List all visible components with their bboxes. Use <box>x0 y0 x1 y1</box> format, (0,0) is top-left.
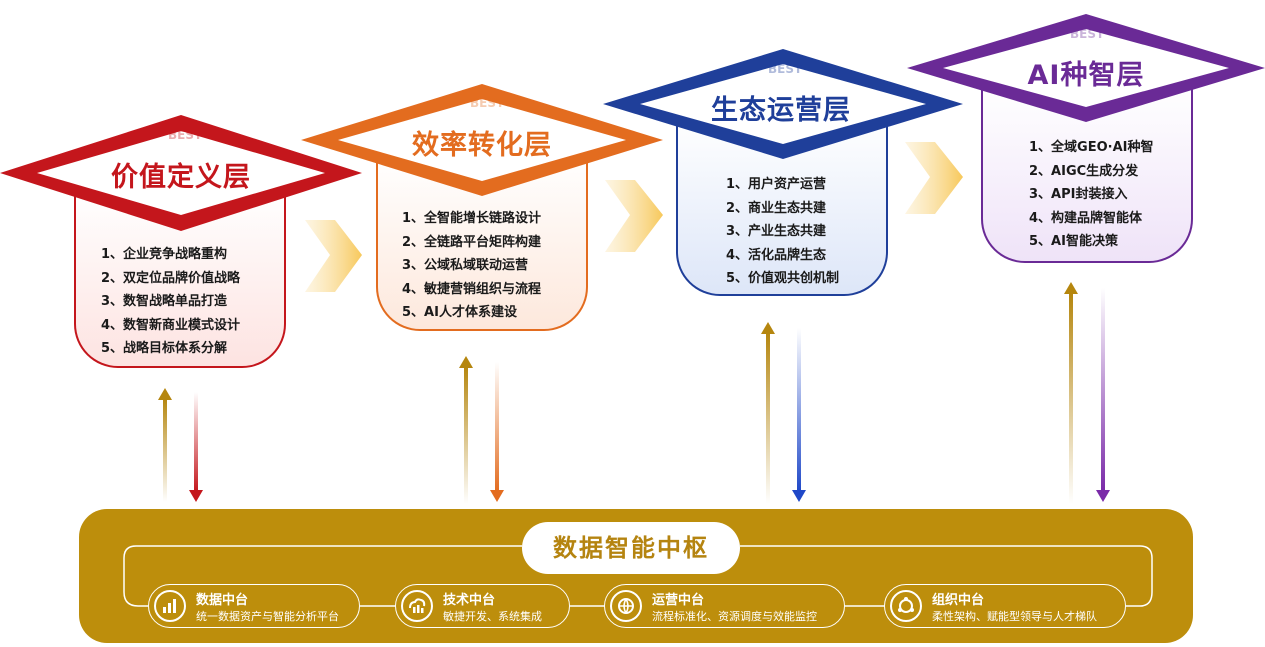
list-item: 3、公域私域联动运营 <box>402 258 529 273</box>
hub-title: 数据智能中枢 <box>522 522 740 574</box>
layer-card-value: 1、企业竞争战略重构 2、双定位品牌价值战略 3、数智战略单品打造 4、数智新商… <box>74 190 286 368</box>
list-item: 5、AI人才体系建设 <box>402 305 517 320</box>
list-item: 5、AI智能决策 <box>1029 234 1118 249</box>
layer-title-ecology: 生态运营层 <box>711 95 851 126</box>
platform-ops: 运营中台 流程标准化、资源调度与效能监控 <box>604 584 845 628</box>
platform-data: 数据中台 统一数据资产与智能分析平台 <box>148 584 360 628</box>
platform-name: 技术中台 <box>443 593 496 608</box>
platform-name: 运营中台 <box>652 593 705 608</box>
flow-arrow-2 <box>605 180 663 252</box>
platform-name: 组织中台 <box>932 593 985 608</box>
layer-cap-value <box>0 115 362 231</box>
vertical-arrows-ecology <box>761 322 806 504</box>
platform-org: 组织中台 柔性架构、赋能型领导与人才梯队 <box>884 584 1126 628</box>
globe-icon <box>610 590 642 622</box>
platform-desc: 敏捷开发、系统集成 <box>443 610 542 623</box>
list-item: 4、敏捷营销组织与流程 <box>402 281 542 297</box>
list-item: 1、企业竞争战略重构 <box>101 247 228 262</box>
list-item: 1、用户资产运营 <box>726 177 827 192</box>
layer-title-ai: AI种智层 <box>1027 60 1145 91</box>
list-item: 1、全域GEO·AI种智 <box>1029 140 1154 155</box>
layer-title-value: 价值定义层 <box>111 162 251 193</box>
platform-desc: 柔性架构、赋能型领导与人才梯队 <box>932 610 1097 623</box>
list-item: 5、价值观共创机制 <box>726 271 840 286</box>
platform-tech: 技术中台 敏捷开发、系统集成 <box>395 584 570 628</box>
cloud-chart-icon <box>401 590 433 622</box>
vertical-arrows-ai <box>1064 282 1110 504</box>
network-icon <box>890 590 922 622</box>
best-logo: BEST <box>768 62 803 76</box>
list-item: 1、全智能增长链路设计 <box>402 211 542 226</box>
layer-card-efficiency: 1、全智能增长链路设计 2、全链路平台矩阵构建 3、公域私域联动运营 4、敏捷营… <box>376 155 588 331</box>
flow-arrow-3 <box>905 142 963 214</box>
platform-name: 数据中台 <box>196 593 249 608</box>
platform-desc: 流程标准化、资源调度与效能监控 <box>652 610 817 623</box>
best-logo: BEST <box>470 96 505 110</box>
list-item: 5、战略目标体系分解 <box>101 341 228 356</box>
layer-cap-efficiency <box>301 84 663 196</box>
best-logo: BEST <box>1070 27 1105 41</box>
list-item: 2、AIGC生成分发 <box>1029 163 1139 179</box>
list-item: 4、数智新商业模式设计 <box>101 317 241 333</box>
platform-desc: 统一数据资产与智能分析平台 <box>196 610 339 623</box>
list-item: 2、商业生态共建 <box>726 200 827 216</box>
list-item: 2、全链路平台矩阵构建 <box>402 234 542 250</box>
list-item: 3、API封装接入 <box>1029 187 1128 202</box>
list-item: 3、产业生态共建 <box>726 224 827 239</box>
list-item: 2、双定位品牌价值战略 <box>101 270 241 286</box>
list-item: 4、构建品牌智能体 <box>1029 210 1143 226</box>
layer-cap-ai <box>907 14 1265 122</box>
vertical-arrows-efficiency <box>459 356 504 504</box>
vertical-arrows-value <box>158 388 203 502</box>
bar-chart-icon <box>154 590 186 622</box>
best-logo: BEST <box>168 128 203 142</box>
list-item: 4、活化品牌生态 <box>726 247 827 263</box>
flow-arrow-1 <box>305 220 362 292</box>
layer-title-efficiency: 效率转化层 <box>412 130 552 161</box>
layer-cap-ecology <box>603 49 963 159</box>
list-item: 3、数智战略单品打造 <box>101 294 228 309</box>
